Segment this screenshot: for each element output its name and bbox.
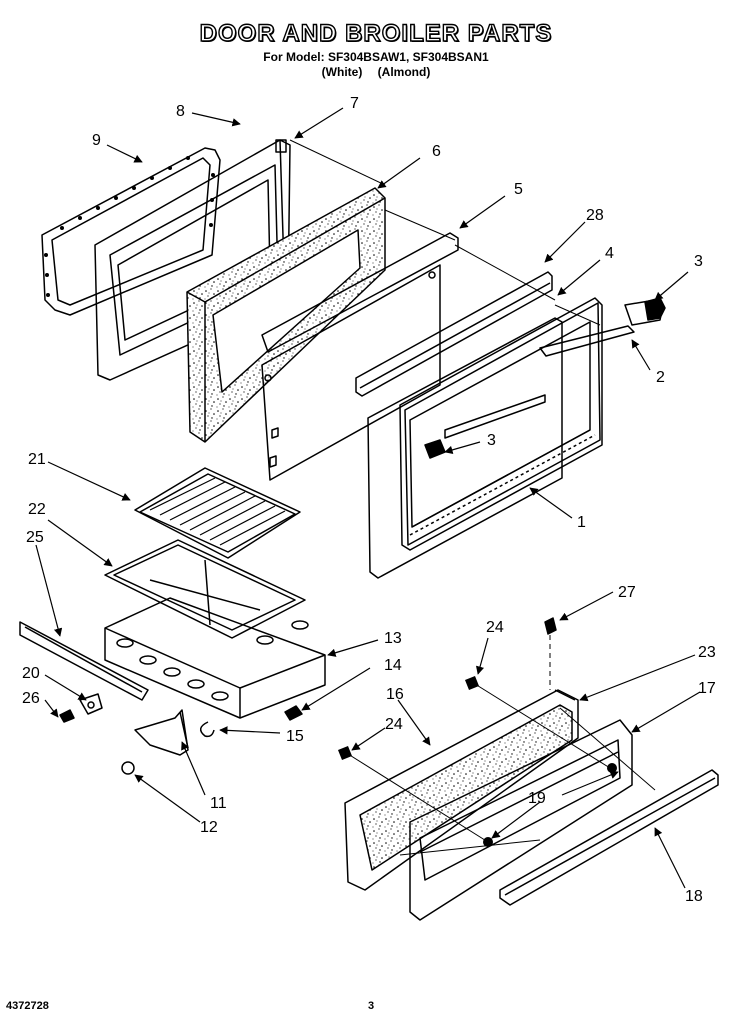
spring-clip-part-15: [199, 721, 215, 738]
upper-guide-lines: [289, 139, 601, 326]
callout-4: 4: [605, 245, 614, 262]
bracket-part-11: [134, 709, 189, 756]
callout-1: 1: [577, 514, 586, 531]
callout-22: 22: [28, 501, 46, 518]
callout-17: 17: [698, 680, 716, 697]
callout-8: 8: [176, 103, 185, 120]
callout-18: 18: [685, 888, 703, 905]
callout-13: 13: [384, 630, 402, 647]
callout-labels: 8 7 9 6 5 28 4 3 2 3 1 21 22 25 13 14 20…: [22, 95, 716, 905]
clip-part-20: [79, 693, 103, 715]
callout-3-handle-cap: 3: [487, 432, 496, 449]
insulation-block-part-23: [554, 689, 576, 701]
broiler-door-inner-part-16: [344, 689, 579, 891]
broiler-drawer-part-13: [104, 597, 326, 719]
callout-25: 25: [26, 529, 44, 546]
lower-guide-lines: [347, 683, 656, 856]
callout-9: 9: [92, 132, 101, 149]
callout-2: 2: [656, 369, 665, 386]
screw-part-24: [338, 676, 479, 760]
model-line: For Model: SF304BSAW1, SF304BSAN1: [263, 50, 489, 64]
broiler-pan-part-22: [104, 539, 306, 639]
callout-26: 26: [22, 690, 40, 707]
trim-strip-part-18: [499, 769, 719, 906]
callout-21: 21: [28, 451, 46, 468]
callout-11: 11: [210, 795, 227, 812]
outer-door-part-1: [399, 297, 603, 551]
callout-12: 12: [200, 819, 218, 836]
callout-6: 6: [432, 143, 441, 160]
callout-20: 20: [22, 665, 40, 682]
broiler-grid-part-21: [134, 467, 301, 559]
page-number: 3: [368, 1000, 375, 1012]
leader-lines: [35, 107, 701, 889]
clip-part-14: [284, 705, 303, 721]
screw-part-27: [544, 617, 557, 690]
callout-3-handle-end: 3: [694, 253, 703, 270]
callout-5: 5: [514, 181, 523, 198]
door-handle-part-2: [539, 299, 663, 357]
color-line: (White) (Almond): [0, 65, 752, 79]
callout-24-upper: 24: [486, 619, 504, 636]
color-almond-label: (Almond): [377, 65, 431, 79]
callout-28: 28: [586, 207, 604, 224]
side-rail-part-25: [19, 621, 149, 701]
callout-27: 27: [618, 584, 636, 601]
callout-15: 15: [286, 728, 304, 745]
callout-24-lower: 24: [385, 716, 403, 733]
door-glass-part-4: [367, 317, 563, 579]
diagram-title: DOOR AND BROILER PARTS: [199, 19, 553, 47]
broiler-outer-panel-part-17: [409, 719, 633, 921]
inner-panel-part-5: [261, 232, 459, 481]
callout-16: 16: [386, 686, 404, 703]
door-gasket-part-9: [41, 147, 221, 316]
callout-23: 23: [698, 644, 716, 661]
screw-part-26: [59, 709, 75, 723]
glass-retainer-part-28: [355, 271, 553, 397]
callout-14: 14: [384, 657, 402, 674]
document-number: 4372728: [6, 1000, 49, 1012]
color-white-label: (White): [321, 65, 363, 79]
handle-cap-part-3: [424, 297, 666, 459]
callout-19: 19: [528, 790, 546, 807]
bumper-part-12: [121, 761, 135, 775]
door-insulation-part-6: [186, 187, 386, 443]
callout-7: 7: [350, 95, 359, 112]
